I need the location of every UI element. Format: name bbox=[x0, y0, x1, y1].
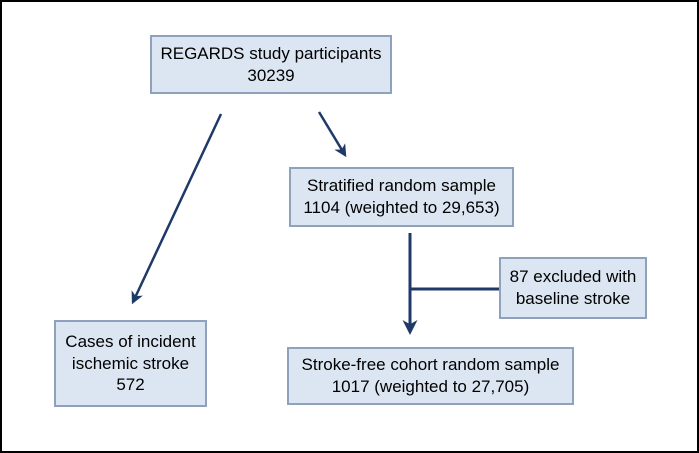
node-stratified-sample: Stratified random sample 1104 (weighted … bbox=[289, 167, 514, 227]
arrow-participants-to-stratified bbox=[317, 111, 347, 158]
node-excluded-baseline-stroke: 87 excluded with baseline stroke bbox=[499, 257, 647, 319]
arrow-participants-to-cases bbox=[131, 113, 223, 305]
node-excluded-line1: 87 excluded with bbox=[509, 267, 637, 287]
node-regards-participants: REGARDS study participants 30239 bbox=[150, 35, 392, 94]
node-incident-line1: Cases of incident bbox=[65, 331, 196, 351]
node-stratified-sample-count: 1104 (weighted to 29,653) bbox=[303, 198, 500, 217]
node-stratified-sample-line1: Stratified random sample bbox=[307, 176, 496, 196]
node-stroke-free-cohort: Stroke-free cohort random sample 1017 (w… bbox=[287, 347, 574, 405]
node-regards-participants-count: 30239 bbox=[247, 65, 295, 85]
node-strokefree-count: 1017 (weighted to 27,705) bbox=[331, 377, 530, 396]
node-incident-line2: ischemic stroke bbox=[71, 353, 190, 373]
node-incident-ischemic-stroke: Cases of incident ischemic stroke 572 bbox=[54, 320, 207, 407]
node-incident-count: 572 bbox=[116, 375, 145, 395]
node-regards-participants-line1: REGARDS study participants bbox=[160, 43, 382, 63]
node-strokefree-line1: Stroke-free cohort random sample bbox=[301, 355, 560, 375]
node-excluded-line2: baseline stroke bbox=[515, 289, 631, 308]
